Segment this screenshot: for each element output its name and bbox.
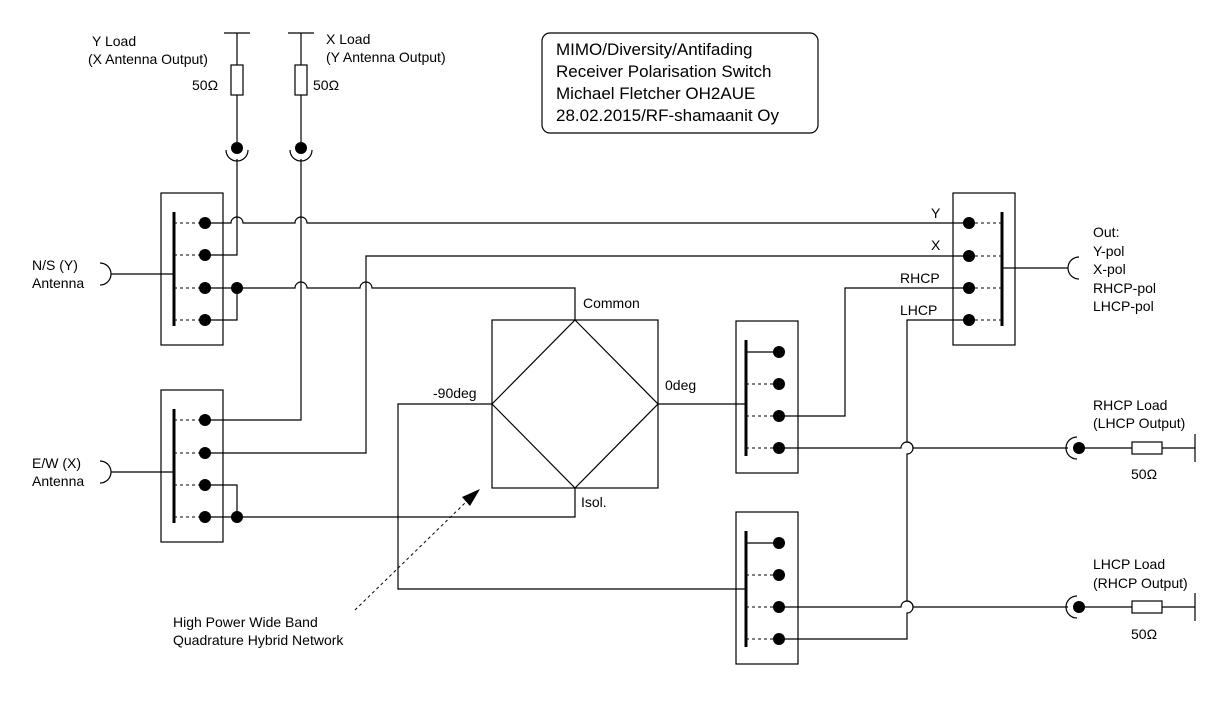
- rhcp-load-subtitle: (LHCP Output): [1093, 415, 1185, 431]
- y-load-resistor: [230, 64, 244, 96]
- lhcp-load-title: LHCP Load: [1093, 556, 1165, 572]
- output-switch: [952, 192, 1016, 346]
- x-load-subtitle: (Y Antenna Output): [326, 49, 446, 65]
- ew-antenna-switch: [160, 389, 224, 543]
- middle-switch: [735, 320, 799, 474]
- hybrid-0deg-label: 0deg: [665, 377, 696, 393]
- outputs-rhcppol: RHCP-pol: [1093, 280, 1156, 296]
- output-switch-y-label: Y: [931, 205, 941, 221]
- ew-antenna-label-1: E/W (X): [32, 455, 81, 471]
- ns-antenna-connector: [99, 262, 112, 286]
- hybrid-note-arrow: [354, 501, 467, 611]
- y-load-title: Y Load: [92, 33, 136, 49]
- rhcp-load-title: RHCP Load: [1093, 397, 1167, 413]
- output-switch-lhcp-label: LHCP: [900, 302, 937, 318]
- title-line-1: MIMO/Diversity/Antifading: [556, 40, 753, 59]
- hybrid-note-line-1: High Power Wide Band: [173, 614, 318, 630]
- outputs-label: Out:: [1093, 224, 1119, 240]
- title-line-3: Michael Fletcher OH2AUE: [556, 84, 755, 103]
- hybrid-90deg-label: -90deg: [433, 385, 477, 401]
- hybrid-isol-label: Isol.: [581, 494, 607, 510]
- ew-antenna-connector: [99, 460, 112, 484]
- x-load-resistor-value: 50Ω: [313, 77, 339, 93]
- x-load-connector: [295, 142, 307, 154]
- x-load-resistor: [294, 64, 308, 96]
- lower-switch: [735, 511, 799, 665]
- ns-antenna-switch: [160, 192, 224, 346]
- x-load: X Load (Y Antenna Output) 50Ω: [288, 31, 446, 162]
- lhcp-load-resistor-value: 50Ω: [1131, 626, 1157, 642]
- outputs-lhcppol: LHCP-pol: [1093, 298, 1154, 314]
- ns-antenna-label-1: N/S (Y): [32, 257, 78, 273]
- title-line-2: Receiver Polarisation Switch: [556, 62, 771, 81]
- outputs-ypol: Y-pol: [1093, 243, 1124, 259]
- hybrid-note-line-2: Quadrature Hybrid Network: [173, 632, 344, 648]
- ns-antenna-label-2: Antenna: [32, 275, 84, 291]
- rhcp-load: [1065, 434, 1196, 462]
- lhcp-load-subtitle: (RHCP Output): [1093, 575, 1188, 591]
- ew-antenna-label-2: Antenna: [32, 473, 84, 489]
- y-load: Y Load (X Antenna Output) 50Ω: [88, 32, 250, 214]
- rhcp-load-resistor-value: 50Ω: [1131, 466, 1157, 482]
- y-load-subtitle: (X Antenna Output): [88, 51, 208, 67]
- y-load-resistor-value: 50Ω: [192, 77, 218, 93]
- output-connector: [1067, 256, 1080, 280]
- outputs-xpol: X-pol: [1093, 261, 1126, 277]
- output-switch-x-label: X: [931, 237, 941, 253]
- y-load-connector: [231, 142, 243, 154]
- output-switch-rhcp-label: RHCP: [900, 270, 940, 286]
- title-line-4: 28.02.2015/RF-shamaanit Oy: [556, 106, 780, 125]
- quadrature-hybrid: [491, 319, 659, 489]
- hybrid-common-label: Common: [583, 295, 640, 311]
- title-block: MIMO/Diversity/Antifading Receiver Polar…: [541, 32, 819, 134]
- lhcp-load: [1065, 593, 1196, 621]
- x-load-title: X Load: [326, 31, 370, 47]
